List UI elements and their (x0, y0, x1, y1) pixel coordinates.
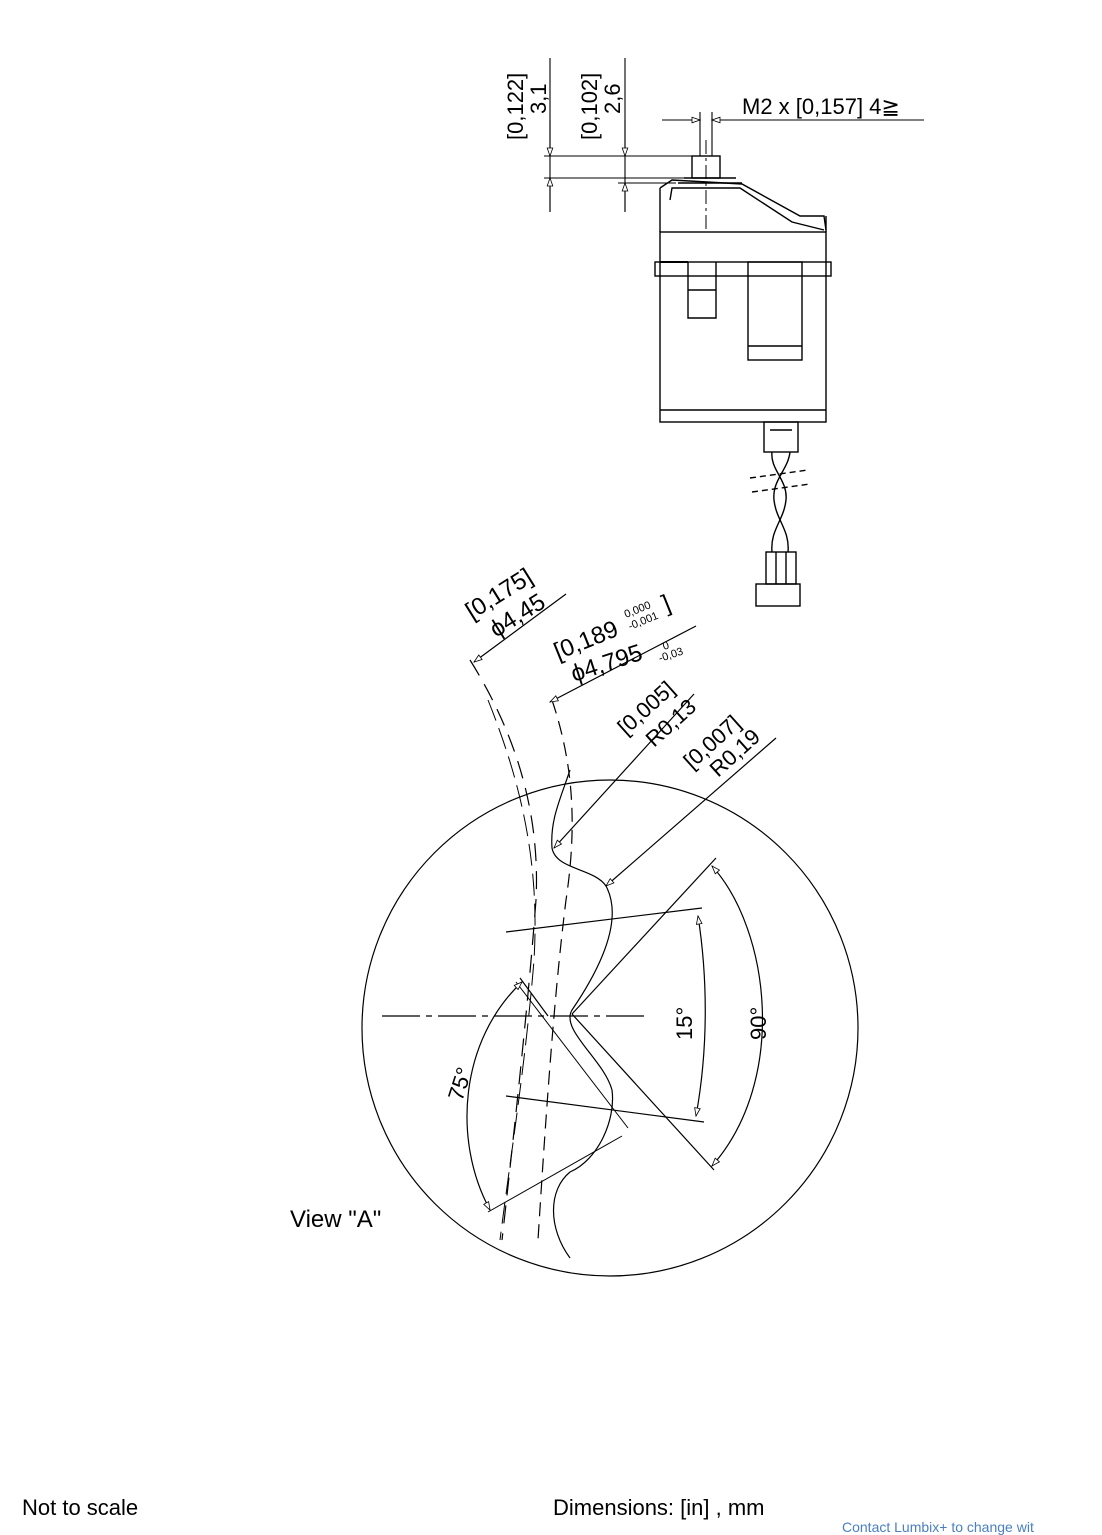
top-dimension-lines (544, 58, 924, 212)
top-dimension-text: [0,122] 3,1 [0,102] 2,6 M2 x [0,157] 4≧ (503, 73, 900, 140)
not-to-scale-note: Not to scale (22, 1495, 139, 1520)
dim-3-1-label: 3,1 (526, 83, 551, 114)
view-a-detail (361, 593, 859, 1277)
phi-4795-inch-bracket: ] (658, 590, 674, 618)
dim-0102-label: [0,102] (577, 73, 602, 140)
view-a-title: View "A" (290, 1206, 381, 1233)
thread-callout: M2 x [0,157] 4≧ (742, 94, 900, 119)
phi-4795-mm-tol-lower: -0,03 (657, 646, 685, 665)
angle-90-label: 90° (746, 1007, 771, 1040)
angle-15-label: 15° (672, 1007, 697, 1040)
servo-side-view (654, 140, 832, 607)
dim-2-6-label: 2,6 (600, 83, 625, 114)
dim-0122-label: [0,122] (503, 73, 528, 140)
phi-4795-mm-tol-upper: 0 (661, 640, 671, 653)
contact-link[interactable]: Contact Lumbix+ to change wit (842, 1519, 1034, 1535)
dimensions-units-note: Dimensions: [in] , mm (553, 1495, 765, 1520)
view-a-labels: [0,175] ϕ4,45 [0,189 0,000 -0,001 ] ϕ4,7… (290, 563, 771, 1233)
